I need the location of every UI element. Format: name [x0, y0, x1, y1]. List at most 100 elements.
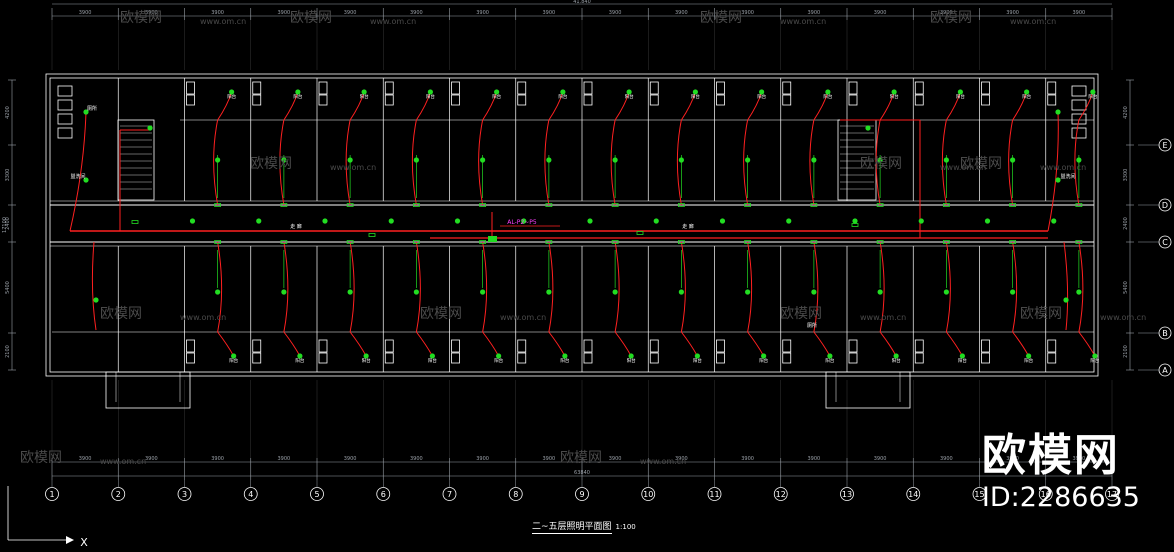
- watermark-url-faint: www.om.cn: [180, 313, 226, 322]
- balcony-label-top: 阳台: [757, 93, 766, 100]
- ceiling-lamp-icon: [295, 89, 301, 95]
- top-bay-dim: 3900: [808, 10, 821, 16]
- sanitary-box: [318, 352, 328, 364]
- ceiling-lamp-icon: [93, 297, 99, 303]
- sanitary-box: [782, 339, 792, 353]
- wc-stall: [1071, 99, 1087, 111]
- sanitary-box: [649, 81, 659, 95]
- ceiling-lamp-icon: [745, 289, 751, 295]
- axis-label-15: 15: [974, 490, 984, 499]
- switch-icon: [346, 240, 354, 244]
- stair-left: [117, 119, 155, 201]
- room-circuit-upper: [610, 91, 630, 206]
- ceiling-lamp-icon: [1010, 289, 1016, 295]
- balcony-label-top: 阳台: [360, 93, 369, 100]
- sanitary-box: [782, 81, 792, 95]
- sanitary-box: [517, 339, 527, 353]
- switch-icon: [611, 203, 619, 207]
- bottom-bay-dim: 3900: [808, 456, 821, 462]
- ceiling-lamp-icon: [546, 289, 552, 295]
- switch-icon: [131, 220, 139, 224]
- room-circuit-upper: [1074, 91, 1094, 206]
- balcony-label-bottom: 阳台: [759, 357, 768, 364]
- building-outline: [45, 73, 1099, 377]
- sanitary-box: [384, 352, 394, 364]
- watermark-brand-faint: 欧模网: [120, 10, 162, 26]
- balcony-label-bottom: 阳台: [428, 357, 437, 364]
- watermark-brand-faint: 欧模网: [960, 156, 1002, 172]
- balcony-label-bottom: 阳台: [825, 357, 834, 364]
- room-circuit-upper: [478, 91, 498, 206]
- balcony-label-top: 阳台: [1088, 93, 1097, 100]
- balcony-label-bottom: 阳台: [362, 357, 371, 364]
- top-bay-dim: 3900: [145, 10, 158, 16]
- room-labels: AL-P2~P5走 廊走 廊盥洗间盥洗间厕所厕所阳台阳台阳台阳台阳台阳台阳台阳台…: [70, 93, 1099, 364]
- axis-label-2: 2: [116, 490, 121, 499]
- switch-icon: [611, 240, 619, 244]
- sanitary-box: [186, 339, 195, 353]
- top-bay-dim: 3900: [1073, 10, 1086, 16]
- ceiling-lamp-icon: [628, 353, 634, 359]
- sanitary-box: [583, 94, 593, 106]
- room-circuit-lower: [415, 241, 433, 357]
- switch-icon: [545, 203, 553, 207]
- wc-stall: [57, 113, 73, 125]
- watermark-brand-faint: 欧模网: [20, 450, 62, 466]
- ceiling-lamp-icon: [587, 218, 593, 224]
- sanitary-box: [914, 81, 924, 95]
- ceiling-lamp-icon: [521, 218, 527, 224]
- wash-label-left: 盥洗间: [70, 173, 85, 180]
- watermark-url-faint: www.om.cn: [200, 17, 246, 26]
- sanitary-box: [517, 352, 527, 364]
- room-circuit-lower: [283, 241, 301, 357]
- ceiling-lamp-icon: [1026, 353, 1032, 359]
- switch-icon: [479, 240, 487, 244]
- watermark-brand-faint: 欧模网: [560, 450, 602, 466]
- switch-icon: [479, 203, 487, 207]
- watermark-layer: 欧模网 www.om.cn 欧模网 www.om.cn 欧模网 www.om.cn 欧模网 w…: [20, 10, 1146, 466]
- ceiling-lamp-icon: [189, 218, 196, 224]
- sanitary-box: [914, 94, 924, 106]
- toilet-label-right: 厕所: [807, 322, 817, 329]
- ceiling-lamp-icon: [761, 353, 767, 359]
- ceiling-lamp-icon: [653, 218, 659, 224]
- wc-stall: [57, 85, 73, 97]
- axis-label-6: 6: [381, 490, 386, 499]
- ceiling-lamp-icon: [256, 218, 262, 224]
- sanitary-box: [981, 94, 990, 106]
- sanitary-box: [186, 81, 195, 95]
- switch-icon: [1075, 203, 1083, 207]
- switch-icon: [412, 203, 420, 207]
- ceiling-lamp-icon: [877, 289, 883, 295]
- switch-icon: [810, 203, 818, 207]
- wc-stall: [1071, 113, 1087, 125]
- balcony-label-bottom: 阳台: [627, 357, 636, 364]
- sanitary-box: [981, 352, 990, 364]
- balcony-label-top: 阳台: [890, 93, 899, 100]
- top-bay-dim: 3900: [476, 10, 489, 16]
- row-axis-label-A: A: [1162, 366, 1168, 375]
- ucs-arrow-icon: [66, 536, 74, 544]
- light-fixtures: [83, 89, 1098, 359]
- room-circuit-lower: [680, 241, 698, 357]
- ceiling-lamp-icon: [891, 89, 897, 95]
- sanitary-box: [981, 81, 990, 95]
- wash-circuit-right: [1063, 241, 1069, 331]
- dimension-lines: 41.8406384039003900390039003900390039003…: [2, 0, 1134, 480]
- left-segment-dim: 4200: [5, 106, 11, 119]
- watermark-url-faint: www.om.cn: [1040, 163, 1086, 172]
- watermark-url-faint: www.om.cn: [1100, 313, 1146, 322]
- sanitary-box: [252, 94, 262, 106]
- ceiling-lamp-icon: [1092, 353, 1098, 359]
- room-circuit-upper: [213, 91, 233, 206]
- ceiling-lamp-icon: [347, 289, 353, 295]
- bottom-bay-dim: 3900: [543, 456, 556, 462]
- balcony-label-bottom: 阳台: [1024, 357, 1033, 364]
- ceiling-lamp-icon: [429, 353, 435, 359]
- top-bay-dim: 3900: [609, 10, 622, 16]
- wc-stall: [1071, 127, 1087, 139]
- ceiling-lamp-icon: [413, 289, 419, 295]
- corridor-label-right: 走 廊: [682, 223, 694, 230]
